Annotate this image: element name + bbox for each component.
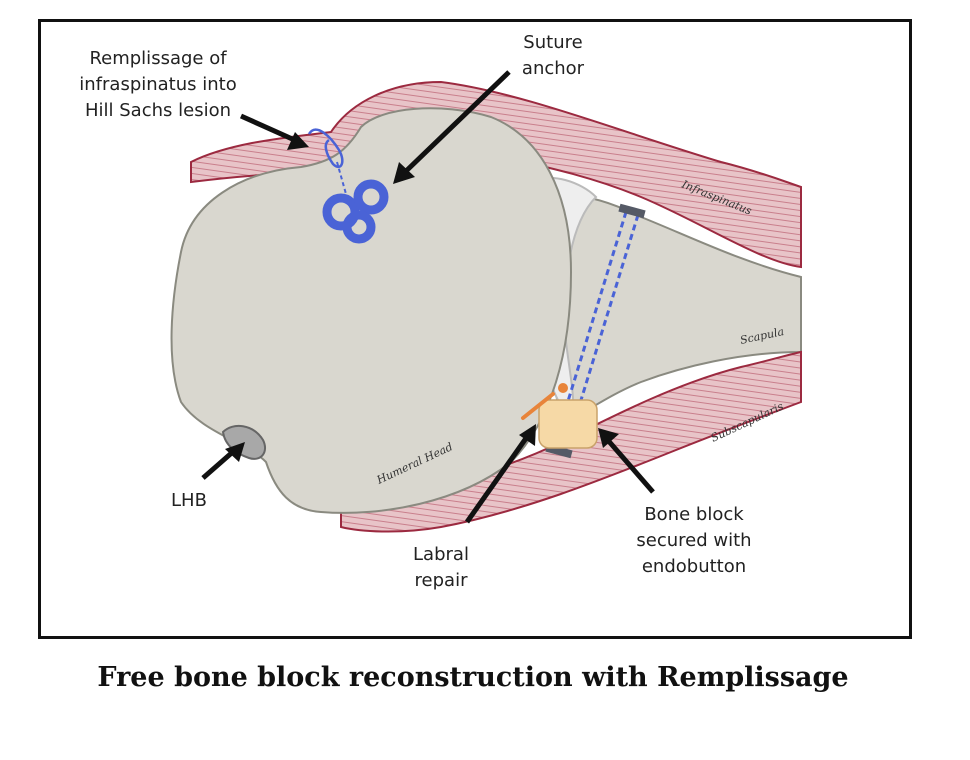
arrow-remplissage [239,113,301,145]
callout-lhb: LHB [171,490,207,511]
figure-caption: Free bone block reconstruction with Remp… [97,662,849,693]
endobutton-suture-2 [563,214,640,453]
callout-remplissage: Remplissage of infraspinatus into Hill S… [79,48,237,121]
arrow-bone-block-head [598,428,619,448]
figure-frame: Infraspinatus Scapula Subscapularis Hume… [38,19,912,639]
shoulder-diagram: Infraspinatus Scapula Subscapularis Hume… [170,70,802,533]
arrow-suture-anchor [401,70,511,176]
callout-labral-repair: Labral repair [413,544,469,591]
arrow-lhb [201,448,237,480]
callout-arrows [201,70,655,524]
endobutton-suture-1 [551,211,628,451]
endobutton-top [618,203,646,219]
arrow-suture-anchor-head [393,162,415,184]
arrow-labral-repair-head [519,424,536,446]
arrow-labral-repair [464,432,532,524]
suture-anchor [322,179,389,244]
remplissage-suture-strand [336,161,347,195]
labral-repair-knot [558,383,568,393]
callout-bone-block: Bone block secured with endobutton [636,504,752,577]
arrow-bone-block [604,436,655,494]
arrow-lhb-head [225,442,245,462]
bone-block [538,399,598,449]
arrow-remplissage-head [287,132,309,150]
labral-repair [521,392,555,420]
remplissage-suture [307,128,344,169]
callout-suture-anchor: Suture anchor [521,32,585,79]
